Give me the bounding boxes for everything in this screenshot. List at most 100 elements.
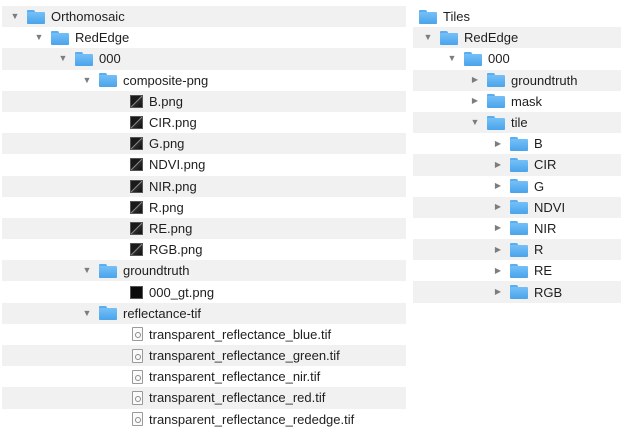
png-thumbnail-icon xyxy=(130,137,143,151)
folder-icon xyxy=(510,285,528,300)
tree-row-g[interactable]: G xyxy=(413,176,621,197)
disclosure-open-icon[interactable] xyxy=(80,266,94,275)
tree-row-label: RE xyxy=(534,263,553,279)
file-row-r-png[interactable]: R.png xyxy=(2,197,406,218)
folder-icon xyxy=(510,157,528,172)
tree-row-label: Tiles xyxy=(443,9,470,25)
file-row-label: RGB.png xyxy=(149,242,203,258)
file-row-label: 000_gt.png xyxy=(149,284,215,300)
file-row-tif-rededge[interactable]: transparent_reflectance_rededge.tif xyxy=(2,409,406,430)
disclosure-closed-icon[interactable] xyxy=(491,246,505,254)
tree-row-label: RGB xyxy=(534,284,563,300)
folder-icon xyxy=(510,136,528,151)
file-row-ndvi-png[interactable]: NDVI.png xyxy=(2,154,406,175)
disclosure-closed-icon[interactable] xyxy=(491,161,505,169)
disclosure-closed-icon[interactable] xyxy=(491,224,505,232)
tree-row-rededge[interactable]: RedEdge xyxy=(413,27,621,49)
tree-row-tile[interactable]: tile xyxy=(413,111,621,134)
disclosure-closed-icon[interactable] xyxy=(468,97,482,105)
disclosure-open-icon[interactable] xyxy=(8,12,22,21)
disclosure-open-icon[interactable] xyxy=(421,33,435,42)
tree-row-re[interactable]: RE xyxy=(413,260,621,281)
tif-document-icon xyxy=(132,412,143,427)
tif-document-icon xyxy=(132,327,143,342)
file-row-re-png[interactable]: RE.png xyxy=(2,217,406,240)
tree-row-rgb[interactable]: RGB xyxy=(413,281,621,303)
file-row-label: transparent_reflectance_blue.tif xyxy=(149,326,332,342)
png-thumbnail-icon xyxy=(130,221,143,235)
orthomosaic-file-tree: Orthomosaic RedEdge 000 composite-png B.… xyxy=(2,6,406,430)
tree-row-label: 000 xyxy=(99,51,121,67)
disclosure-closed-icon[interactable] xyxy=(491,140,505,148)
disclosure-open-icon[interactable] xyxy=(56,54,70,63)
folder-icon xyxy=(51,30,69,45)
file-row-label: G.png xyxy=(149,136,185,152)
file-row-label: NDVI.png xyxy=(149,157,206,173)
folder-icon xyxy=(487,94,505,109)
disclosure-open-icon[interactable] xyxy=(468,118,482,127)
disclosure-open-icon[interactable] xyxy=(32,33,46,42)
file-row-tif-nir[interactable]: transparent_reflectance_nir.tif xyxy=(2,366,406,387)
file-row-cir-png[interactable]: CIR.png xyxy=(2,112,406,133)
file-row-tif-green[interactable]: transparent_reflectance_green.tif xyxy=(2,345,406,367)
file-row-label: CIR.png xyxy=(149,115,197,131)
png-thumbnail-icon xyxy=(130,158,143,172)
disclosure-open-icon[interactable] xyxy=(80,76,94,85)
disclosure-closed-icon[interactable] xyxy=(491,182,505,190)
tree-row-reflectance-tif[interactable]: reflectance-tif xyxy=(2,302,406,324)
tree-row-label: mask xyxy=(511,93,543,109)
file-row-tif-blue[interactable]: transparent_reflectance_blue.tif xyxy=(2,324,406,345)
tree-row-ndvi[interactable]: NDVI xyxy=(413,196,621,218)
file-row-g-png[interactable]: G.png xyxy=(2,133,406,155)
disclosure-closed-icon[interactable] xyxy=(491,267,505,275)
tree-row-b[interactable]: B xyxy=(413,133,621,154)
png-thumbnail-icon xyxy=(130,94,143,108)
tree-row-orthomosaic[interactable]: Orthomosaic xyxy=(2,6,406,28)
file-row-label: RE.png xyxy=(149,220,193,236)
tree-row-label: RedEdge xyxy=(75,30,130,46)
tree-row-rededge[interactable]: RedEdge xyxy=(2,27,406,48)
file-row-nir-png[interactable]: NIR.png xyxy=(2,175,406,197)
tree-row-label: NDVI xyxy=(534,199,566,215)
tree-row-000[interactable]: 000 xyxy=(413,48,621,69)
folder-icon xyxy=(510,200,528,215)
file-row-label: transparent_reflectance_nir.tif xyxy=(149,369,321,385)
png-thumbnail-icon xyxy=(130,179,143,193)
file-row-rgb-png[interactable]: RGB.png xyxy=(2,239,406,260)
file-row-tif-red[interactable]: transparent_reflectance_red.tif xyxy=(2,387,406,409)
tree-row-label: reflectance-tif xyxy=(123,305,202,321)
tree-row-nir[interactable]: NIR xyxy=(413,218,621,239)
disclosure-open-icon[interactable] xyxy=(445,54,459,63)
folder-icon xyxy=(510,263,528,278)
file-row-000-gt-png[interactable]: 000_gt.png xyxy=(2,281,406,302)
disclosure-closed-icon[interactable] xyxy=(491,288,505,296)
folder-icon xyxy=(464,51,482,66)
tree-row-label: R xyxy=(534,242,544,258)
folder-icon xyxy=(419,9,437,24)
disclosure-closed-icon[interactable] xyxy=(468,76,482,84)
folder-icon xyxy=(99,263,117,278)
tree-row-label: tile xyxy=(511,115,528,131)
folder-icon xyxy=(487,73,505,88)
tree-row-groundtruth[interactable]: groundtruth xyxy=(2,260,406,282)
tree-row-r[interactable]: R xyxy=(413,239,621,261)
tif-document-icon xyxy=(132,348,143,363)
tif-document-icon xyxy=(132,369,143,384)
tree-row-label: G xyxy=(534,178,545,194)
tree-row-composite-png[interactable]: composite-png xyxy=(2,70,406,91)
tree-row-label: Orthomosaic xyxy=(51,9,125,25)
file-row-label: NIR.png xyxy=(149,178,197,194)
tree-row-tiles[interactable]: Tiles xyxy=(413,6,621,27)
folder-icon xyxy=(99,73,117,88)
tree-row-mask[interactable]: mask xyxy=(413,91,621,112)
file-row-b-png[interactable]: B.png xyxy=(2,90,406,112)
disclosure-open-icon[interactable] xyxy=(80,309,94,318)
tree-row-cir[interactable]: CIR xyxy=(413,154,621,176)
tree-row-000[interactable]: 000 xyxy=(2,48,406,70)
tree-row-label: composite-png xyxy=(123,72,209,88)
disclosure-closed-icon[interactable] xyxy=(491,203,505,211)
tif-document-icon xyxy=(132,390,143,405)
tree-row-groundtruth[interactable]: groundtruth xyxy=(413,69,621,91)
png-thumbnail-icon xyxy=(130,116,143,130)
file-row-label: transparent_reflectance_red.tif xyxy=(149,390,326,406)
